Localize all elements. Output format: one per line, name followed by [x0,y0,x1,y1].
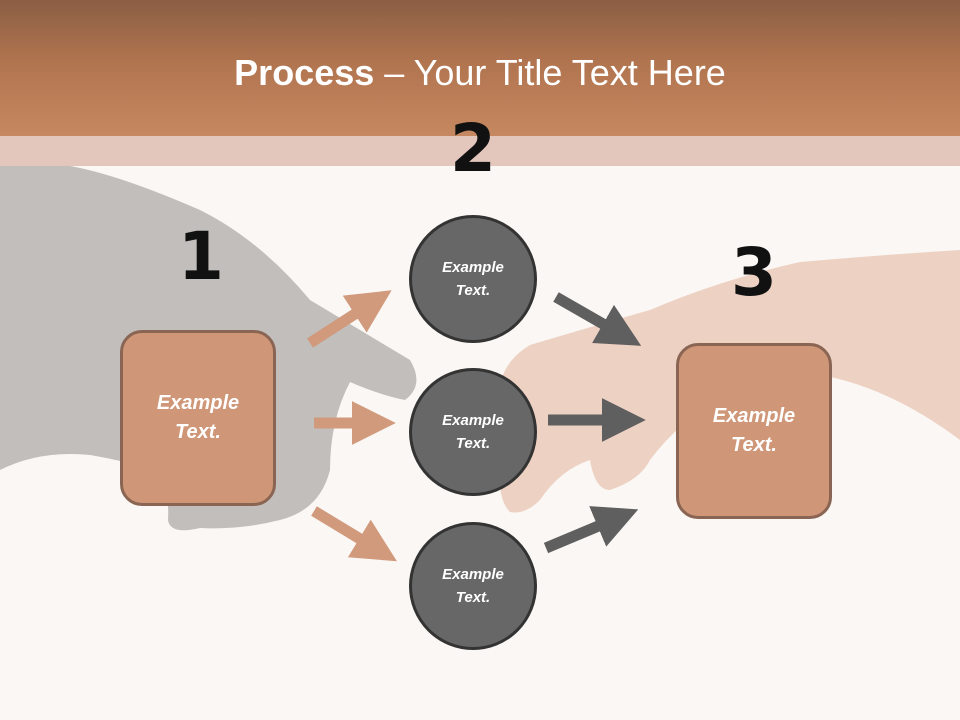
circle-middle-line1: Example [442,412,504,429]
title-regular-part: – Your Title Text Here [374,52,726,93]
left-box-line2: Text. [175,421,221,443]
circle-top-line2: Text. [455,282,491,299]
right-box-line2: Text. [731,434,777,456]
circle-top-line1: Example [442,259,504,276]
circle-bottom-line2: Text. [455,589,491,606]
circle-bottom-line1: Example [442,566,504,583]
slide-title: Process – Your Title Text Here [0,52,960,94]
arrow-to-top-circle [307,290,392,348]
arrow-from-top-circle [553,292,642,346]
arrow-to-bottom-circle [311,506,397,562]
step-number-3: 3 [731,234,777,311]
arrow-from-bottom-circle [543,506,639,554]
step-number-2: 2 [450,110,496,187]
circle-middle-line2: Text. [455,435,491,452]
header-band [0,136,960,166]
left-box-line1: Example [156,392,240,414]
title-bold-part: Process [234,52,375,93]
right-box-line1: Example [712,405,796,427]
step-number-1: 1 [178,218,224,295]
header-bar [0,0,960,136]
